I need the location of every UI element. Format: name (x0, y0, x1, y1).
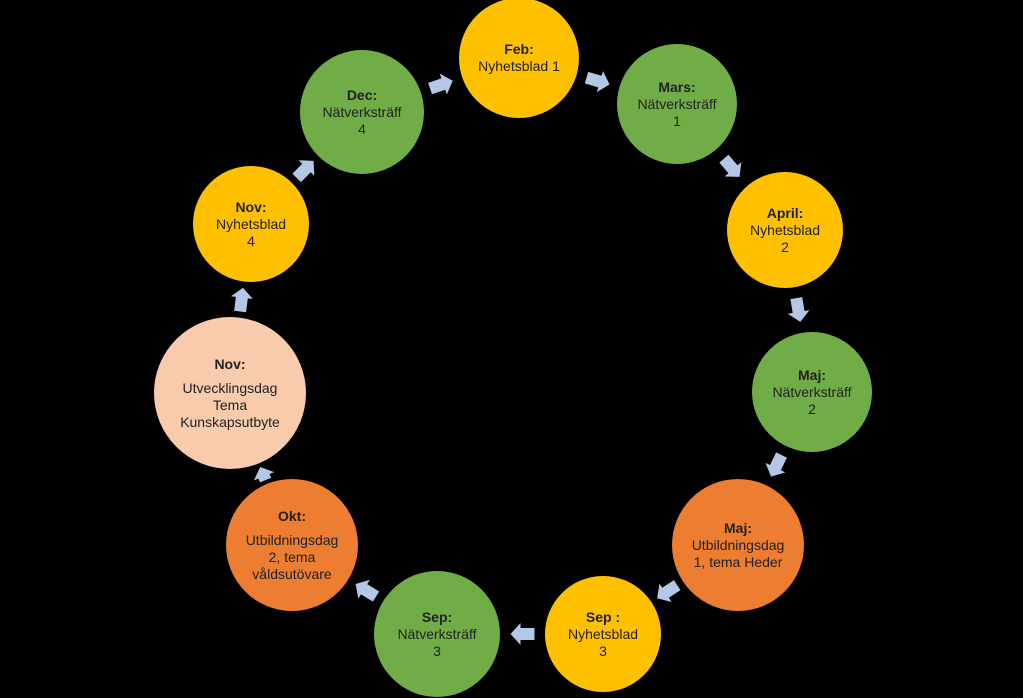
cycle-arrow-icon (510, 623, 535, 645)
node-okt-training-day: Okt: Utbildningsdag 2, tema våldsutövare (226, 479, 358, 611)
node-title: Sep : (585, 608, 621, 625)
node-title: Maj: (798, 366, 826, 383)
node-sep-newsletter: Sep : Nyhetsblad 3 (545, 576, 661, 692)
node-text-line: 4 (358, 120, 366, 137)
cycle-arrow-icon (787, 297, 810, 322)
node-text-line: Nyhetsblad (215, 215, 287, 232)
node-text-line: våldsutövare (252, 565, 332, 582)
node-feb-newsletter: Feb: Nyhetsblad 1 (459, 0, 579, 118)
node-nov-development-day: Nov: Utvecklingsdag Tema Kunskapsutbyte (154, 317, 306, 469)
cycle-arrow-icon (355, 579, 380, 602)
node-text-line: 2, tema (268, 548, 316, 565)
node-text-line: Nyhetsblad (749, 221, 821, 238)
node-title: Sep: (421, 608, 453, 625)
node-text-line: 2 (808, 400, 816, 417)
cycle-arrow-icon (253, 467, 275, 483)
node-nov-newsletter: Nov: Nyhetsblad 4 (193, 166, 309, 282)
cycle-arrow-icon (765, 452, 787, 477)
node-dec-network-meeting: Dec: Nätverksträff 4 (300, 50, 424, 174)
node-title: Maj: (724, 519, 752, 536)
node-title: Nov: (235, 198, 267, 215)
node-text-line: Nyhetsblad 1 (478, 58, 560, 74)
cycle-arrow-icon (428, 73, 453, 95)
node-text-line: Nyhetsblad (567, 625, 639, 642)
node-text-line: Tema (212, 396, 248, 413)
node-april-newsletter: April: Nyhetsblad 2 (727, 172, 843, 288)
node-text-line: 2 (781, 238, 789, 255)
node-title: April: (766, 204, 804, 221)
node-text-line: Nätverksträff (772, 383, 852, 400)
node-text-line: Nätverksträff (322, 103, 402, 120)
node-mars-network-meeting: Mars: Nätverksträff 1 (617, 44, 737, 164)
node-maj-network-meeting: Maj: Nätverksträff 2 (752, 332, 872, 452)
node-text-line: 1, tema Heder (693, 553, 783, 570)
node-maj-training-day: Maj: Utbildningsdag 1, tema Heder (672, 479, 804, 611)
node-text-line: Nätverksträff (397, 625, 477, 642)
node-title: Nov: (214, 355, 246, 372)
node-title: Feb: (504, 41, 534, 57)
node-sep-network-meeting: Sep: Nätverksträff 3 (374, 571, 500, 697)
node-text-line: Utvecklingsdag (182, 379, 278, 396)
node-title: Okt: (278, 507, 306, 524)
node-text-line: Kunskapsutbyte (180, 413, 280, 430)
node-text-line: Nätverksträff (637, 95, 717, 112)
node-text-line: Utbildningsdag (691, 536, 785, 553)
node-title: Mars: (658, 78, 696, 95)
node-title: Dec: (346, 86, 378, 103)
node-text-line: 1 (673, 112, 681, 129)
cycle-arrow-icon (584, 70, 610, 93)
cycle-arrow-icon (230, 287, 253, 313)
cycle-arrow-icon (657, 580, 681, 602)
cycle-arrow-icon (719, 154, 742, 177)
node-text-line: 4 (247, 232, 255, 249)
node-text-line: Utbildningsdag (245, 531, 339, 548)
cycle-arrow-icon (292, 160, 315, 183)
node-text-line: 3 (433, 642, 441, 659)
node-text-line: 3 (599, 642, 607, 659)
